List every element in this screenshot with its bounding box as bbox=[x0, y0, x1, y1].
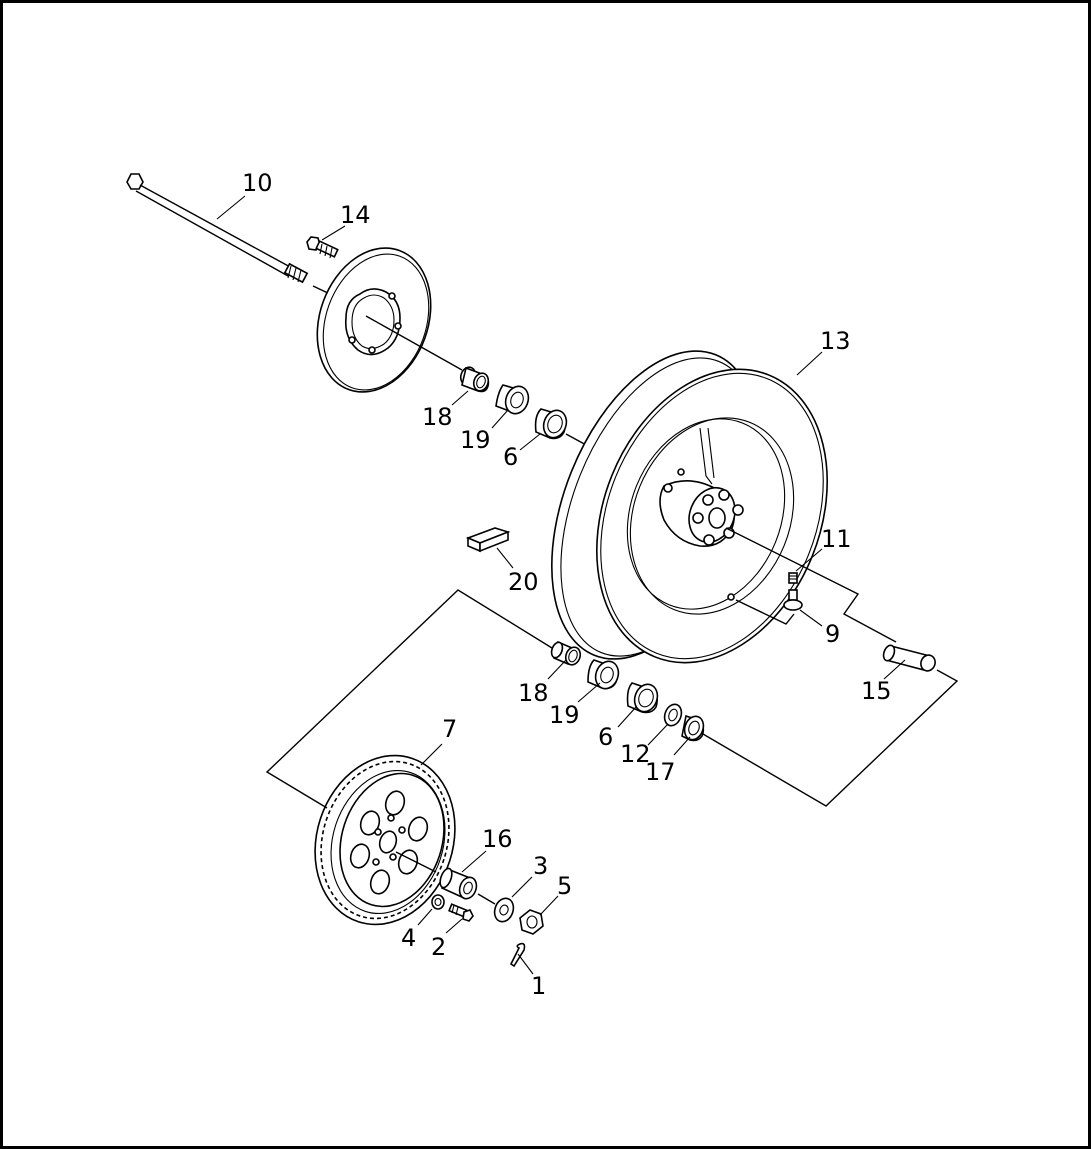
nut-17-part bbox=[681, 714, 705, 742]
nut-5-part bbox=[519, 909, 544, 935]
bearing-lower-part bbox=[587, 659, 620, 690]
valve-cap-part bbox=[788, 572, 798, 584]
sprocket-part bbox=[314, 754, 456, 926]
callout-19-upper: 19 bbox=[460, 426, 491, 454]
spacer-upper-part bbox=[534, 408, 589, 447]
callout-12: 12 bbox=[620, 740, 651, 768]
brake-disc-part bbox=[316, 247, 463, 393]
callout-labels: 10 14 13 18 19 6 20 11 9 15 18 19 6 12 1… bbox=[242, 169, 892, 1000]
leader-lines bbox=[216, 195, 906, 975]
bushing-upper-part bbox=[459, 366, 490, 393]
callout-19-lower: 19 bbox=[549, 701, 580, 729]
bolt-2-part bbox=[448, 903, 474, 922]
wheel-part bbox=[551, 350, 828, 664]
axle-part bbox=[126, 173, 331, 295]
spacer-15-part bbox=[882, 644, 936, 672]
callout-3: 3 bbox=[533, 852, 548, 880]
screw-part bbox=[306, 236, 339, 259]
callout-6-lower: 6 bbox=[598, 723, 613, 751]
callout-9: 9 bbox=[825, 620, 840, 648]
callout-5: 5 bbox=[557, 872, 572, 900]
callout-16: 16 bbox=[482, 825, 513, 853]
callout-6-upper: 6 bbox=[503, 443, 518, 471]
spacer-lower-part bbox=[626, 682, 659, 714]
callout-2: 2 bbox=[431, 933, 446, 961]
insert-part bbox=[465, 527, 511, 553]
lockwasher-4-part bbox=[431, 894, 445, 910]
callout-4: 4 bbox=[401, 924, 416, 952]
valve-stem-part bbox=[783, 589, 803, 611]
washer-12-part bbox=[663, 703, 683, 727]
callout-13: 13 bbox=[820, 327, 851, 355]
callout-18-lower: 18 bbox=[518, 679, 549, 707]
bearing-upper-part bbox=[495, 384, 530, 415]
callout-18-upper: 18 bbox=[422, 403, 453, 431]
spacer-16-part bbox=[439, 867, 496, 905]
callout-1: 1 bbox=[531, 972, 546, 1000]
callout-11: 11 bbox=[821, 525, 852, 553]
bushing-lower-part bbox=[550, 640, 582, 666]
washer-3-part bbox=[493, 897, 515, 923]
assembly-lines bbox=[265, 527, 959, 809]
cotter-pin-part bbox=[509, 942, 526, 968]
callout-7: 7 bbox=[442, 715, 457, 743]
callout-15: 15 bbox=[861, 677, 892, 705]
callout-10: 10 bbox=[242, 169, 273, 197]
callout-14: 14 bbox=[340, 201, 371, 229]
callout-20: 20 bbox=[508, 568, 539, 596]
callout-17: 17 bbox=[645, 758, 676, 786]
